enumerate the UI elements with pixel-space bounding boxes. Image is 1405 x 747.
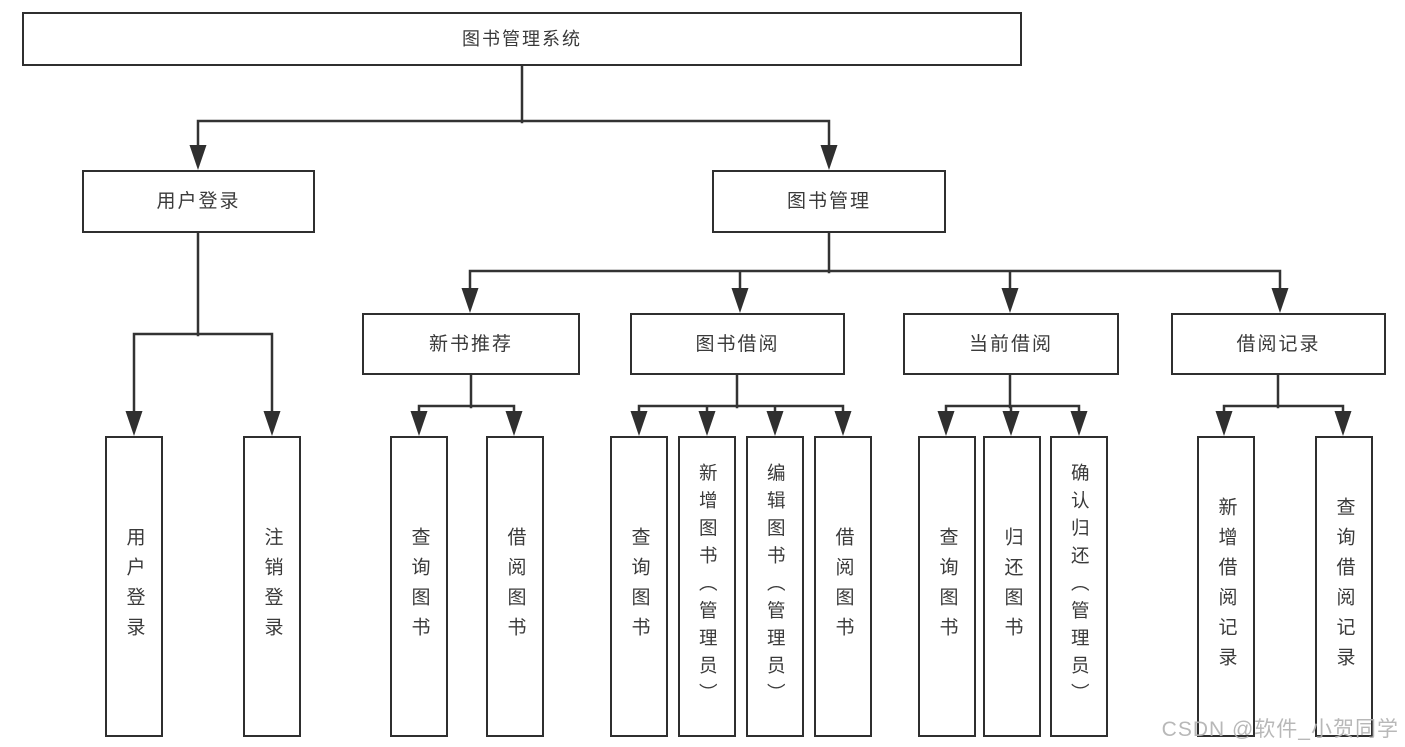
node-leaf-borrow-book-1: 借阅图书 <box>486 436 544 737</box>
node-leaf-query-book-1: 查询图书 <box>390 436 448 737</box>
node-leaf-query-book-3: 查询图书 <box>918 436 976 737</box>
node-book-borrow: 图书借阅 <box>630 313 845 375</box>
arrow-to-leaf-query-book-2 <box>630 411 648 436</box>
csdn-watermark: CSDN @软件_小贺同学 <box>1161 718 1399 741</box>
node-user-login-group: 用户登录 <box>82 170 315 233</box>
node-current-borrow: 当前借阅 <box>903 313 1119 375</box>
node-leaf-edit-book: 编辑图书（管理员） <box>746 436 804 737</box>
node-leaf-return-book: 归还图书 <box>983 436 1041 737</box>
node-new-book-rec: 新书推荐 <box>362 313 580 375</box>
arrow-to-leaf-query-borrow-record <box>1334 411 1352 436</box>
arrow-to-user-login-group <box>189 145 207 170</box>
arrow-to-leaf-user-login <box>125 411 143 436</box>
node-root: 图书管理系统 <box>22 12 1022 66</box>
arrow-to-book-borrow <box>731 288 749 313</box>
node-leaf-query-book-2: 查询图书 <box>610 436 668 737</box>
arrow-to-leaf-query-book-3 <box>937 411 955 436</box>
node-borrow-records: 借阅记录 <box>1171 313 1386 375</box>
node-leaf-confirm-return: 确认归还（管理员） <box>1050 436 1108 737</box>
arrow-to-leaf-confirm-return <box>1070 411 1088 436</box>
node-book-mgmt: 图书管理 <box>712 170 946 233</box>
arrow-to-leaf-borrow-book-1 <box>505 411 523 436</box>
arrow-to-book-mgmt <box>820 145 838 170</box>
arrow-to-new-book-rec <box>461 288 479 313</box>
arrow-to-leaf-add-book <box>698 411 716 436</box>
arrow-to-current-borrow <box>1001 288 1019 313</box>
node-leaf-add-book: 新增图书（管理员） <box>678 436 736 737</box>
arrow-to-leaf-edit-book <box>766 411 784 436</box>
node-leaf-logout: 注销登录 <box>243 436 301 737</box>
node-leaf-user-login: 用户登录 <box>105 436 163 737</box>
arrow-to-borrow-records <box>1271 288 1289 313</box>
arrow-to-leaf-return-book <box>1002 411 1020 436</box>
node-leaf-borrow-book-2: 借阅图书 <box>814 436 872 737</box>
node-leaf-query-borrow-record: 查询借阅记录 <box>1315 436 1373 737</box>
arrow-to-leaf-add-borrow-record <box>1215 411 1233 436</box>
arrow-to-leaf-borrow-book-2 <box>834 411 852 436</box>
node-leaf-add-borrow-record: 新增借阅记录 <box>1197 436 1255 737</box>
arrow-to-leaf-logout <box>263 411 281 436</box>
arrow-to-leaf-query-book-1 <box>410 411 428 436</box>
